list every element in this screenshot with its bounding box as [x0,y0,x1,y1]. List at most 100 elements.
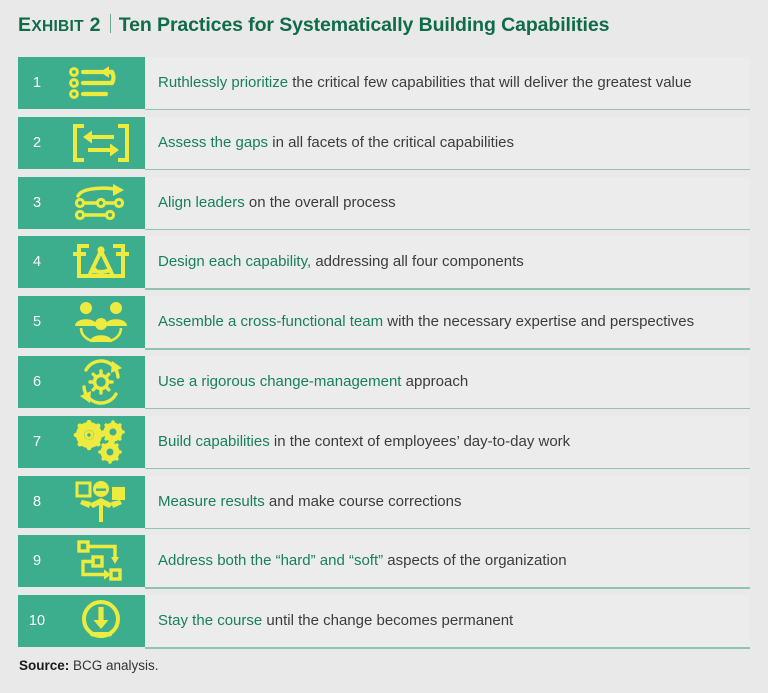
practice-copy: Design each capability, addressing all f… [158,253,524,271]
practice-rest: in the context of employees’ day-to-day … [269,432,571,450]
practice-copy: Ruthlessly prioritize the critical few c… [158,74,692,92]
practice-text-cell: Assess the gaps in all facets of the cri… [145,116,750,169]
practice-number: 10 [28,613,46,630]
list-item: 8 Measure results and make course correc… [0,475,768,536]
practice-lead: Stay the course [158,612,263,630]
three-gears-icon [56,416,145,468]
list-item: 4 [0,236,768,296]
exhibit-label: EXHIBIT 2 [18,14,101,37]
practice-rest: the critical few capabilities that will … [288,74,692,91]
cross-functional-team-icon [56,296,145,348]
practice-text-cell: Address both the “hard” and “soft” aspec… [145,535,750,588]
practice-number: 9 [32,553,42,570]
list-item: 9 [0,535,768,595]
down-arrow-circle-icon [56,595,145,647]
practice-tile: 7 [18,415,145,468]
source-note: Source: BCG analysis. [19,658,159,673]
practice-lead: Assess the gaps [158,133,269,151]
practice-rest: aspects of the organization [383,552,567,570]
exhibit-label-rest: XHIBIT [31,18,84,35]
practice-text-cell: Ruthlessly prioritize the critical few c… [145,57,750,109]
practice-copy: Address both the “hard” and “soft” aspec… [158,552,567,570]
practice-rest: approach [401,372,469,390]
row-divider [145,527,750,529]
practice-rest: with the necessary expertise and perspec… [383,313,695,331]
aligned-nodes-arrow-icon [56,177,145,229]
practice-number: 6 [32,373,42,390]
gap-arrows-brackets-icon [56,117,145,169]
practice-text-cell: Design each capability, addressing all f… [145,236,750,289]
practice-text-cell: Build capabilities in the context of emp… [145,415,750,468]
hard-soft-flow-nodes-icon [56,535,145,587]
practice-tile: 1 [18,57,145,109]
practice-tile: 4 [18,236,145,289]
practice-lead: Measure results [158,492,265,510]
practice-copy: Stay the course until the change becomes… [158,612,513,630]
practice-text-cell: Align leaders on the overall process [145,176,750,229]
row-divider [145,109,750,111]
practice-copy: Measure results and make course correcti… [158,493,461,511]
practice-rest: and make course corrections [264,492,462,510]
row-divider [145,168,750,171]
practice-lead: Address both the “hard” and “soft” [158,552,384,570]
page-title: Ten Practices for Systematically Buildin… [118,14,610,36]
list-item: 5 [0,296,768,356]
practice-number: 4 [32,254,42,271]
practice-number: 8 [32,493,42,510]
practice-copy: Use a rigorous change-management approac… [158,373,468,391]
practice-number: 2 [32,134,42,151]
practice-text-cell: Stay the course until the change becomes… [145,595,750,648]
practice-rest: addressing all four components [311,253,524,271]
practice-lead: Build capabilities [158,432,270,450]
practice-copy: Build capabilities in the context of emp… [158,433,570,451]
practice-lead: Ruthlessly prioritize [158,74,289,91]
practice-tile: 10 [18,595,145,648]
practice-lead: Align leaders [158,193,245,211]
compass-drafting-icon [56,236,145,288]
exhibit-label-initial: E [18,14,32,36]
row-divider [145,467,750,470]
source-label: Source: [19,658,70,673]
practice-text-cell: Use a rigorous change-management approac… [145,355,750,408]
practice-text-cell: Assemble a cross-functional team with th… [145,296,750,349]
list-item: 1 [0,57,768,117]
practice-rest: in all facets of the critical capabiliti… [268,133,515,151]
practice-rest: on the overall process [244,193,396,211]
exhibit-number: 2 [89,14,101,36]
prioritized-list-loop-icon [56,57,145,109]
practice-tile: 8 [18,475,145,528]
gear-refresh-cycle-icon [56,356,145,408]
practice-tile: 9 [18,535,145,588]
practices-list: 1 [0,57,768,655]
practice-number: 7 [32,433,42,450]
row-divider [145,647,750,649]
row-divider [145,587,750,589]
practice-copy: Align leaders on the overall process [158,194,396,212]
list-item: 7 [0,415,768,476]
title-divider [109,14,111,33]
practice-tile: 6 [18,355,145,408]
row-divider [145,288,750,290]
row-divider [145,228,750,230]
practice-tile: 5 [18,296,145,349]
row-divider [145,348,750,350]
practice-number: 3 [32,194,42,211]
practice-rest: until the change becomes permanent [262,612,514,630]
practice-lead: Assemble a cross-functional team [158,313,384,331]
practice-copy: Assess the gaps in all facets of the cri… [158,134,514,152]
practice-copy: Assemble a cross-functional team with th… [158,313,694,331]
list-item: 2 Assess the gaps in all f [0,116,768,177]
practice-tile: 3 [18,176,145,229]
exhibit-title-bar: EXHIBIT 2 Ten Practices for Systematical… [18,12,758,42]
list-item: 6 [0,355,768,416]
practice-lead: Use a rigorous change-management [158,372,402,390]
list-item: 3 [0,176,768,237]
person-holding-results-icon [56,476,145,528]
source-text: BCG analysis. [69,658,159,673]
practice-text-cell: Measure results and make course correcti… [145,475,750,528]
practice-number: 5 [32,314,42,331]
practice-tile: 2 [18,116,145,169]
row-divider [145,407,750,410]
practice-lead: Design each capability, [158,253,312,271]
